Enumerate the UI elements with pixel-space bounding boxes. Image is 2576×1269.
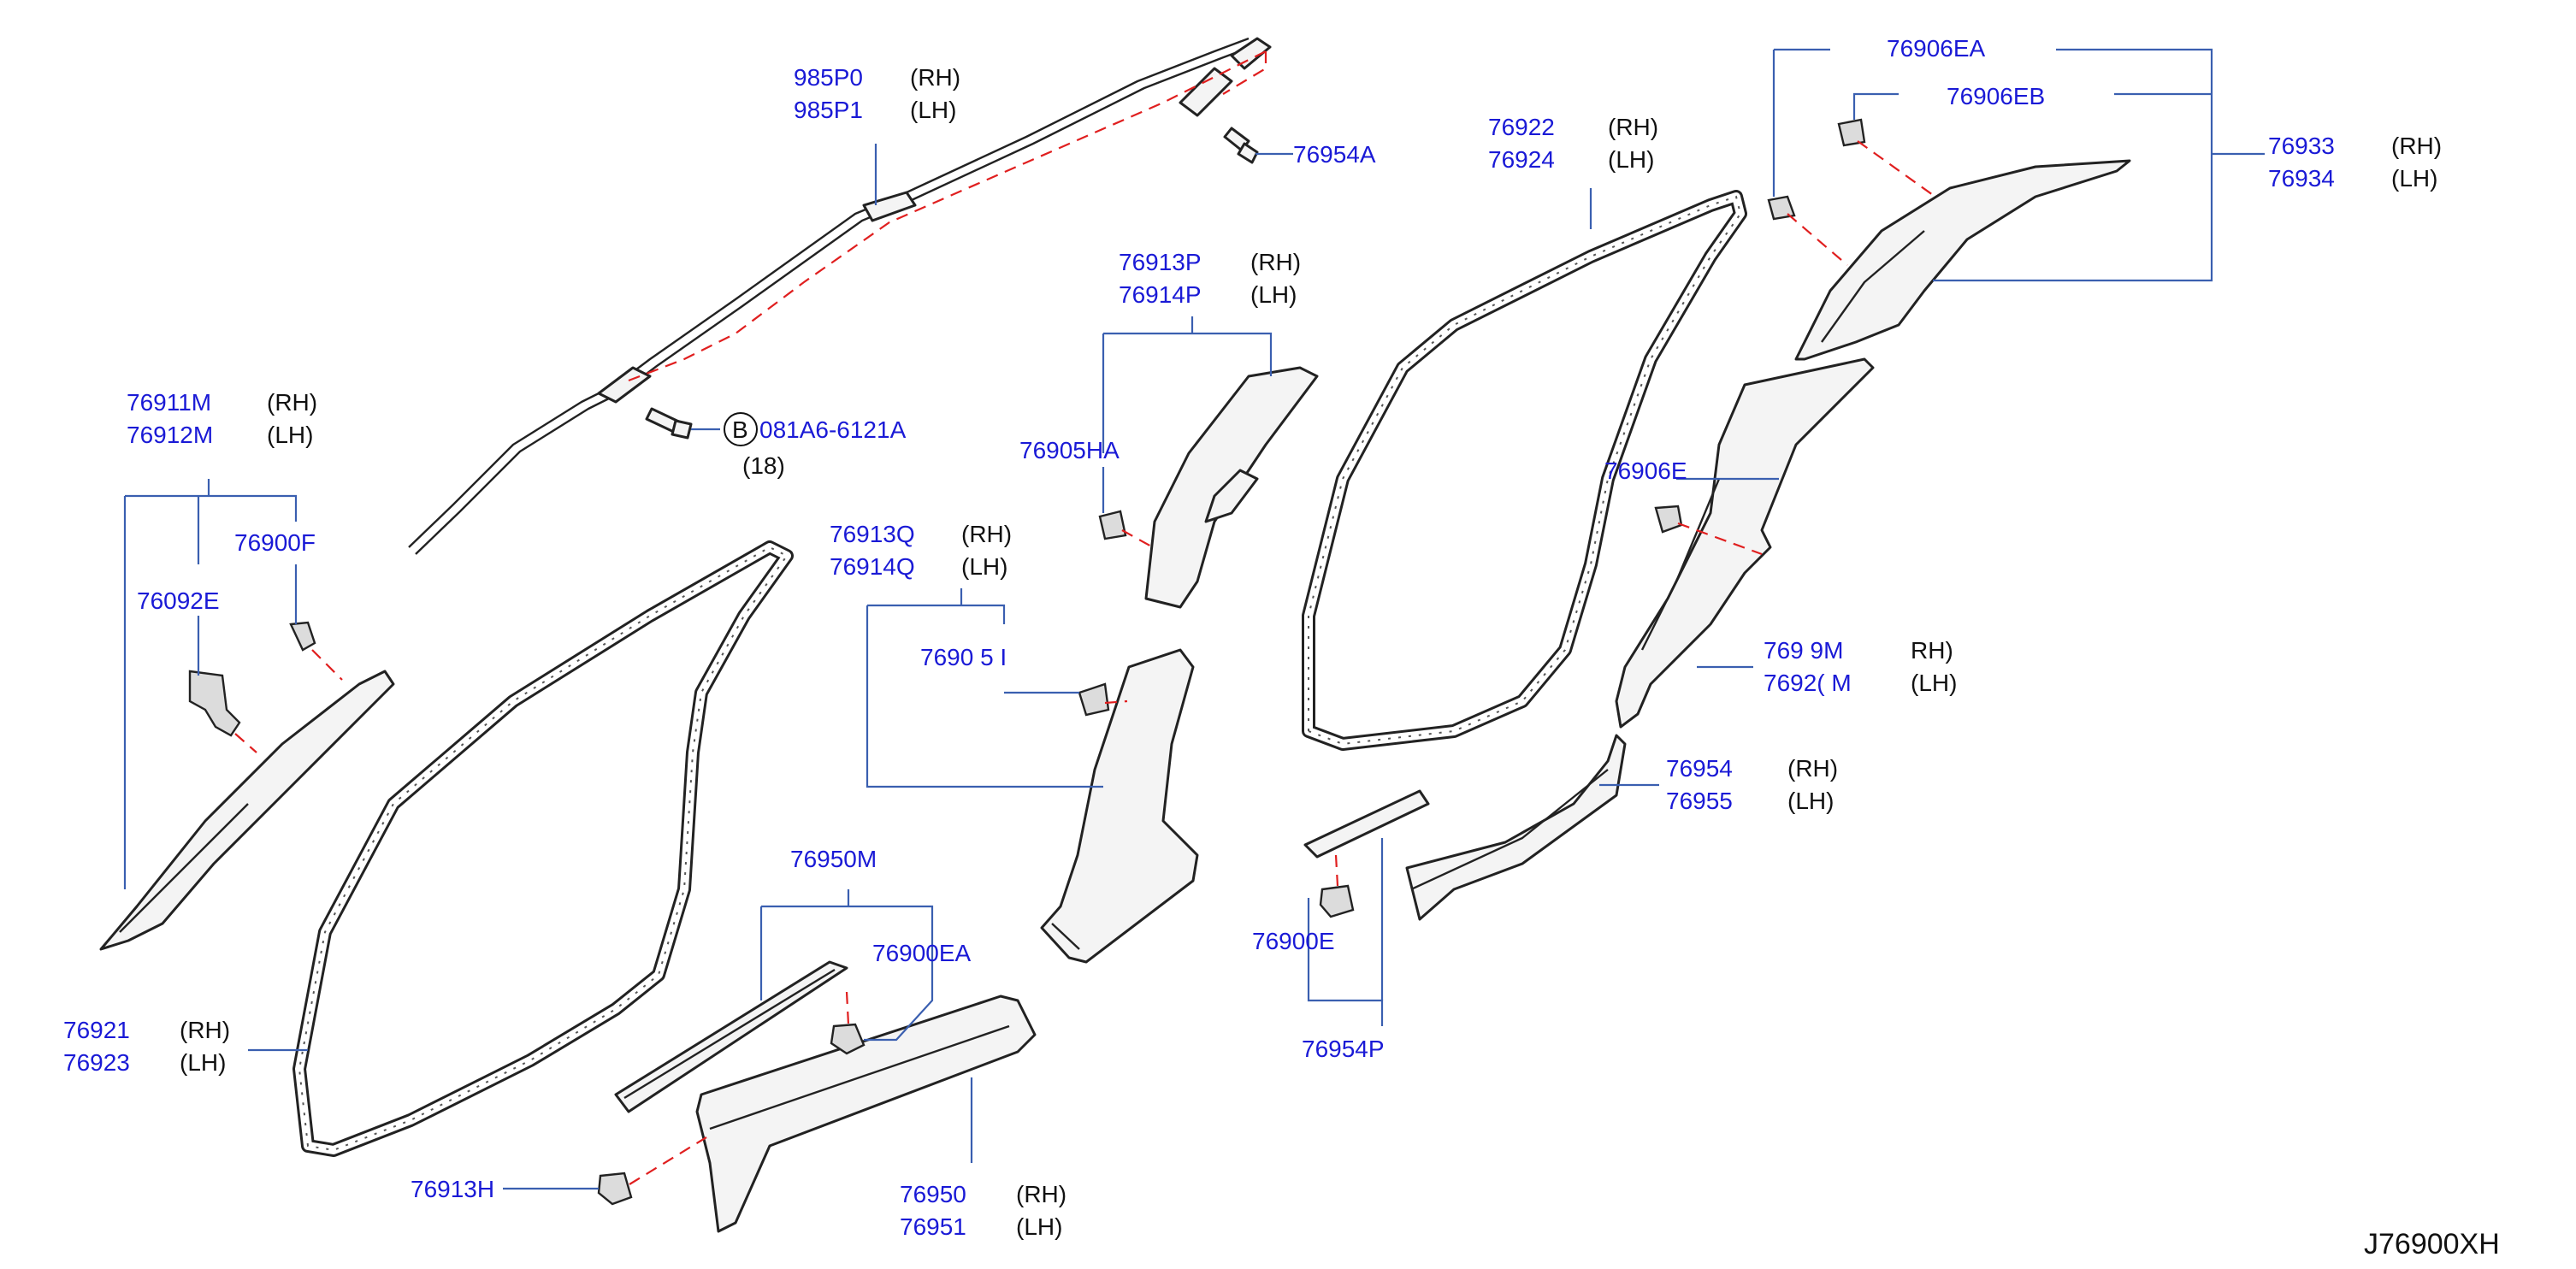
side-rh: (RH) (1016, 1181, 1066, 1207)
clip-icon (1078, 682, 1110, 717)
part-number-76913P: 76913P (1119, 249, 1202, 275)
sill-strip-part (614, 960, 848, 1113)
part-number-081A6-6121A: 081A6-6121A (759, 416, 907, 443)
side-lh: (LH) (180, 1049, 226, 1076)
sill-strip-part (1303, 789, 1430, 859)
side-lh: (LH) (1016, 1213, 1062, 1240)
part-number-76906EA: 76906EA (1887, 35, 1986, 62)
part-number-76905-partial: 7690 5 I (920, 644, 1007, 670)
part-number-76921: 76921 (63, 1017, 130, 1043)
part-number-76955: 76955 (1666, 788, 1733, 814)
quantity-label: (18) (742, 452, 785, 479)
side-lh: (LH) (1250, 281, 1297, 308)
side-rh: (RH) (2391, 133, 2442, 159)
a-pillar-trim-part (99, 670, 395, 951)
bolt-icon (1223, 127, 1259, 164)
clip-icon (1837, 118, 1866, 147)
part-number-76905HA: 76905HA (1019, 437, 1120, 463)
part-number-76912M: 76912M (127, 422, 213, 448)
part-number-76934: 76934 (2268, 165, 2335, 192)
part-number-76913Q: 76913Q (830, 521, 915, 547)
side-lh: (LH) (267, 422, 313, 448)
badge-letter: B (732, 416, 748, 443)
part-number-76092E: 76092E (137, 587, 220, 614)
rear-kicking-plate-part (1405, 734, 1627, 921)
part-number-76923: 76923 (63, 1049, 130, 1076)
part-number-76920M-partial: 7692( M (1764, 670, 1852, 696)
side-rh-partial: RH) (1911, 637, 1953, 664)
part-number-76900E: 76900E (1252, 928, 1335, 954)
side-lh-partial: (LH) (1911, 670, 1957, 696)
side-rh: (RH) (910, 64, 960, 91)
clip-icon (830, 1023, 866, 1055)
bolt-icon (645, 407, 693, 440)
side-rh: (RH) (1787, 755, 1838, 782)
part-number-76914Q: 76914Q (830, 553, 915, 580)
part-number-76950: 76950 (900, 1181, 966, 1207)
side-rh: (RH) (961, 521, 1012, 547)
part-number-76954P: 76954P (1302, 1036, 1385, 1062)
part-number-76954A: 76954A (1293, 141, 1376, 168)
part-number-76906EB: 76906EB (1947, 83, 2045, 109)
part-number-985P1: 985P1 (794, 97, 863, 123)
part-number-985P0: 985P0 (794, 64, 863, 91)
front-door-welt-part (292, 540, 794, 1157)
b-pillar-lower-trim-part (1040, 648, 1199, 964)
side-lh: (LH) (961, 553, 1007, 580)
part-number-76933: 76933 (2268, 133, 2335, 159)
front-kicking-plate-part (695, 995, 1037, 1233)
part-number-76919M-partial: 769 9M (1764, 637, 1843, 664)
side-rh: (RH) (1250, 249, 1301, 275)
side-lh: (LH) (910, 97, 956, 123)
part-number-76924: 76924 (1488, 146, 1555, 173)
c-pillar-upper-trim-part (1794, 159, 2131, 361)
part-number-76900EA: 76900EA (872, 940, 972, 966)
part-number-76951: 76951 (900, 1213, 966, 1240)
diagram-id: J76900XH (2364, 1228, 2500, 1260)
side-rh: (RH) (267, 389, 317, 416)
part-number-76900F: 76900F (234, 529, 316, 556)
part-number-76950M: 76950M (790, 846, 877, 872)
clip-icon (597, 1172, 633, 1206)
part-number-76906E: 76906E (1604, 457, 1687, 484)
part-number-76954: 76954 (1666, 755, 1733, 782)
side-lh: (LH) (1608, 146, 1654, 173)
part-number-76911M: 76911M (127, 389, 211, 416)
part-number-76913H: 76913H (411, 1176, 494, 1202)
side-rh: (RH) (180, 1017, 230, 1043)
clip-icon (1319, 884, 1355, 918)
rear-door-welt-part (1302, 190, 1747, 751)
clip-icon (188, 670, 241, 737)
side-lh: (LH) (2391, 165, 2437, 192)
curtain-airbag-part (408, 37, 1272, 555)
clip-icon (289, 621, 316, 652)
c-pillar-lower-trim-part (1615, 357, 1875, 729)
part-number-76922: 76922 (1488, 114, 1555, 140)
part-number-76914P: 76914P (1119, 281, 1202, 308)
badge-circle (724, 412, 758, 446)
side-lh: (LH) (1787, 788, 1834, 814)
clip-icon (1098, 510, 1127, 540)
b-pillar-upper-trim-part (1144, 366, 1319, 609)
side-rh: (RH) (1608, 114, 1658, 140)
clip-icon (1654, 505, 1683, 534)
